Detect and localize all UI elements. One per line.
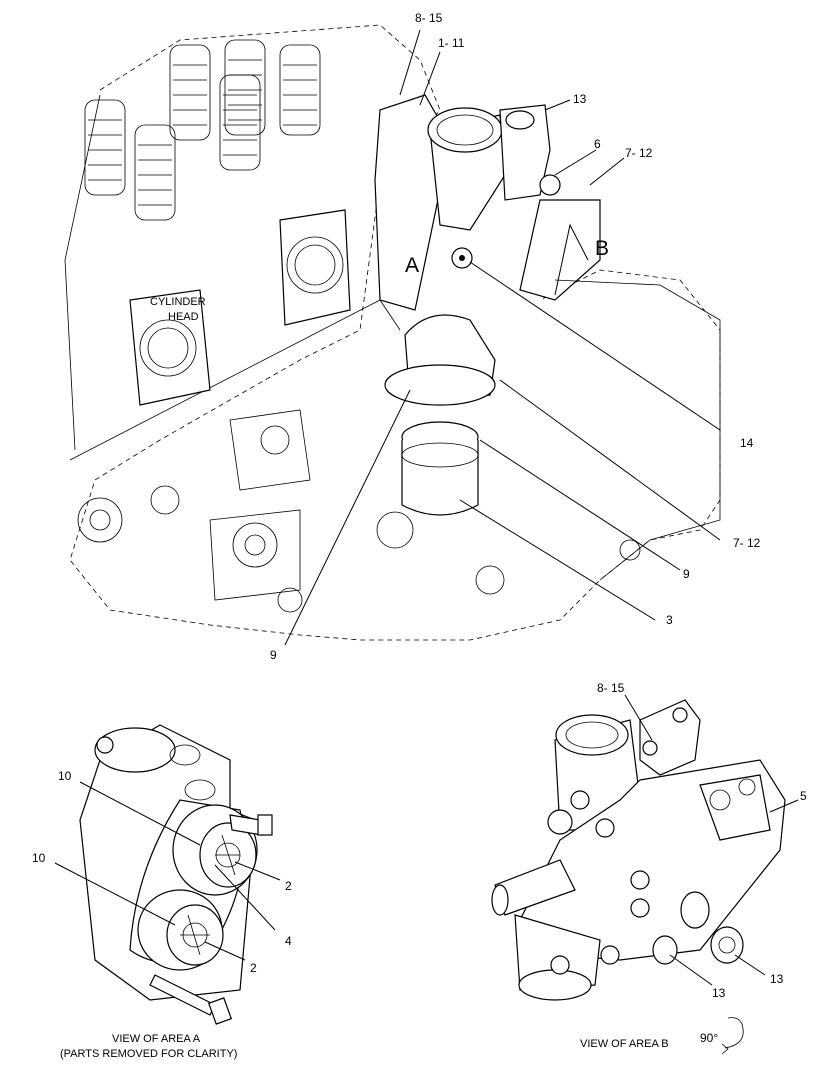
view-b-caption: VIEW OF AREA B xyxy=(580,1038,669,1050)
view-area-a: 10 10 2 4 2 VIEW OF AREA A (PARTS REMOVE… xyxy=(32,724,292,1060)
callout-9-left: 9 xyxy=(270,648,277,662)
view-a-callout-10-top: 10 xyxy=(58,769,72,783)
view-a-callout-2-top: 2 xyxy=(285,879,292,893)
callout-14: 14 xyxy=(740,436,754,450)
callout-8-15: 8- 15 xyxy=(415,11,443,25)
water-hose xyxy=(384,314,496,516)
area-a-marker: A xyxy=(405,254,419,277)
callout-13: 13 xyxy=(573,92,587,106)
pulley-lower xyxy=(137,889,224,971)
rotation-arrow-icon xyxy=(724,1017,744,1049)
view-b-callout-13-right: 13 xyxy=(770,972,784,986)
front-cover xyxy=(554,279,721,581)
valve-springs xyxy=(84,39,321,221)
water-outlet-housing xyxy=(374,94,601,311)
callout-9-right: 9 xyxy=(683,567,690,581)
view-a-caption-line1: VIEW OF AREA A xyxy=(112,1033,201,1045)
view-a-callout-2-bottom: 2 xyxy=(250,961,257,975)
main-leader-lines xyxy=(284,29,721,646)
exhaust-ports xyxy=(129,209,351,406)
callout-7-12-bottom: 7- 12 xyxy=(733,536,761,550)
cylinder-head-label-line2: HEAD xyxy=(168,311,199,323)
rotation-arrowhead-icon xyxy=(721,1043,729,1055)
callout-3: 3 xyxy=(666,613,673,627)
view-a-callout-4: 4 xyxy=(285,934,292,948)
callout-7-12-top: 7- 12 xyxy=(625,146,653,160)
callout-1-11: 1- 11 xyxy=(438,36,465,50)
view-b-rotation: 90° xyxy=(700,1031,718,1045)
view-a-caption-line2: (PARTS REMOVED FOR CLARITY) xyxy=(60,1048,237,1060)
engine-block-bosses xyxy=(77,409,641,613)
cylinder-head-lower-edge xyxy=(69,299,401,461)
main-assembly-view xyxy=(64,24,721,641)
view-a-callout-10-bottom: 10 xyxy=(32,851,46,865)
cylinder-head-label-line1: CYLINDER xyxy=(150,296,206,308)
main-labels: CYLINDER HEAD A B 8- 15 1- 11 13 6 7- 12… xyxy=(150,11,761,662)
callout-6: 6 xyxy=(594,137,601,151)
view-b-callout-13-left: 13 xyxy=(712,986,726,1000)
area-b-marker: B xyxy=(595,237,609,260)
cylinder-head-left-edge xyxy=(64,94,101,451)
view-area-b: 8- 15 5 13 13 VIEW OF AREA B 90° xyxy=(491,681,807,1055)
view-b-callout-8-15: 8- 15 xyxy=(597,681,625,695)
view-b-callout-5: 5 xyxy=(800,789,807,803)
